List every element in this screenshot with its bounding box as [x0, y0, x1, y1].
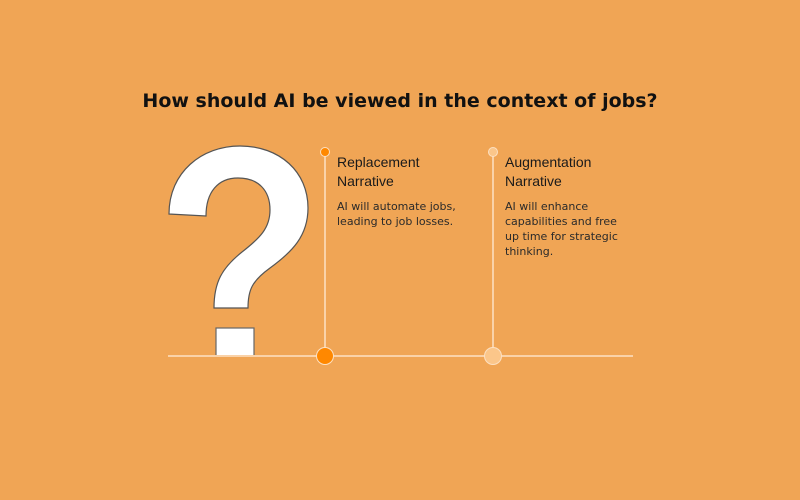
augmentation-title-line2: Narrative — [505, 173, 562, 189]
replacement-title-line2: Narrative — [337, 173, 394, 189]
augmentation-title: Augmentation Narrative — [505, 153, 591, 191]
replacement-description: AI will automate jobs, leading to job lo… — [337, 199, 456, 229]
replacement-line — [324, 156, 326, 348]
question-mark-icon — [168, 145, 309, 357]
replacement-title: Replacement Narrative — [337, 153, 420, 191]
replacement-bottom-dot — [316, 347, 334, 365]
replacement-desc-line2: leading to job losses. — [337, 215, 454, 228]
augmentation-title-line1: Augmentation — [505, 154, 592, 170]
replacement-title-line1: Replacement — [337, 154, 420, 170]
augmentation-description: AI will enhance capabilities and free up… — [505, 199, 618, 259]
augmentation-bottom-dot — [484, 347, 502, 365]
replacement-desc-line1: AI will automate jobs, — [337, 200, 456, 213]
replacement-top-dot — [320, 147, 330, 157]
augmentation-desc-line1: AI will enhance — [505, 200, 589, 213]
augmentation-top-dot — [488, 147, 498, 157]
augmentation-desc-line4: thinking. — [505, 245, 554, 258]
page-title: How should AI be viewed in the context o… — [142, 90, 658, 112]
augmentation-desc-line2: capabilities and free — [505, 215, 617, 228]
augmentation-line — [492, 156, 494, 348]
timeline-baseline — [168, 355, 633, 357]
augmentation-desc-line3: up time for strategic — [505, 230, 618, 243]
